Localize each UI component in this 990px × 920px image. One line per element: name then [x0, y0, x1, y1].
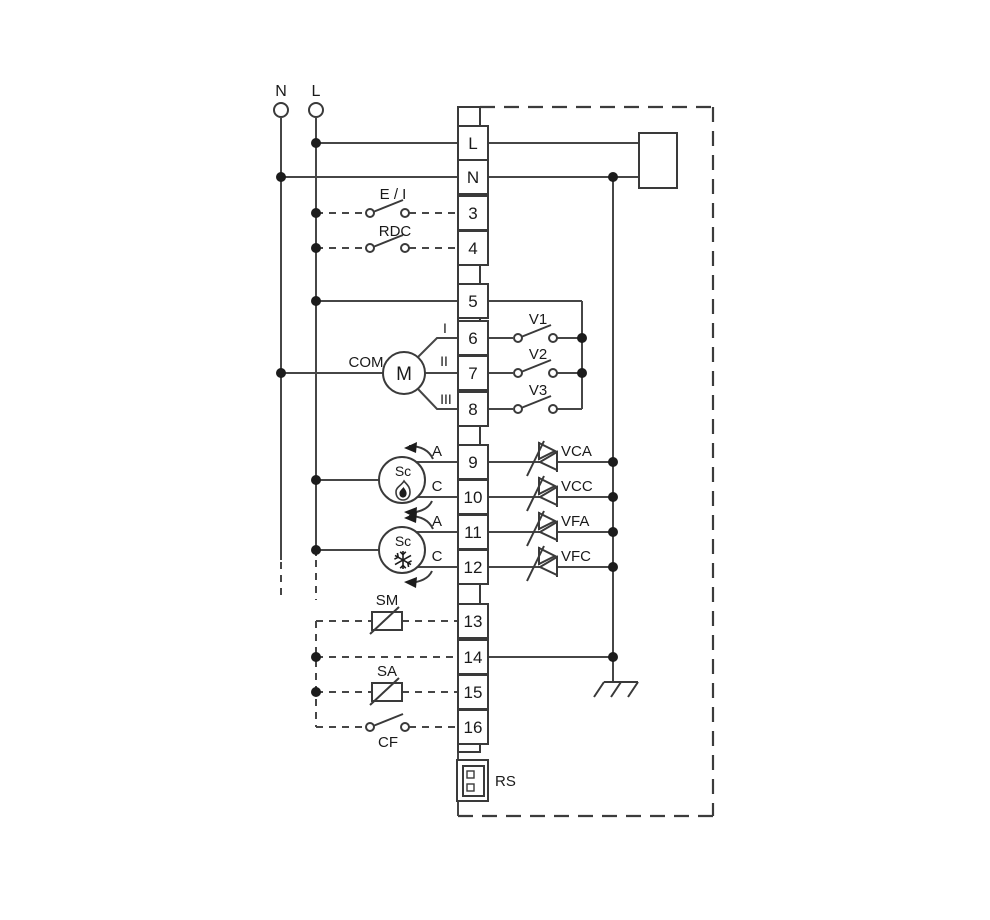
flame-icon [395, 479, 411, 501]
connector-pin [466, 770, 475, 779]
motor-common-label: COM [349, 354, 384, 371]
svg-text:13: 13 [464, 612, 483, 631]
ground-symbol [593, 681, 639, 698]
rs-label: RS [495, 773, 516, 790]
terminal-16: 16 [457, 709, 489, 745]
triac-output-vfc: VFC [526, 545, 591, 582]
vfc-label: VFC [561, 548, 591, 565]
heating-close-label: C [432, 478, 443, 495]
neutral-terminal-circle [273, 102, 289, 118]
internal-component-box [638, 132, 678, 189]
terminal-14: 14 [457, 639, 489, 675]
window-contact-switch: CF [365, 713, 410, 751]
speed3-label: V3 [529, 382, 547, 399]
svg-text:6: 6 [468, 329, 477, 348]
svg-text:9: 9 [468, 453, 477, 472]
speed-iii-label: III [440, 391, 452, 407]
vfa-label: VFA [561, 513, 589, 530]
triac-output-vcc: VCC [526, 475, 593, 512]
terminal-15: 15 [457, 674, 489, 710]
summer-winter-switch: E / I [365, 186, 410, 218]
summer-winter-label: E / I [380, 186, 407, 203]
night-reduction-switch: RDC [365, 223, 412, 253]
triac-output-vca: VCA [526, 440, 592, 477]
svg-text:8: 8 [468, 400, 477, 419]
motor-symbol: M [396, 364, 412, 385]
motor-circle [382, 351, 426, 395]
heating-actuator-symbol: Sc [395, 463, 411, 479]
terminal-5: 5 [457, 283, 489, 319]
feeder-wires [280, 117, 317, 600]
triac-icon [526, 440, 558, 477]
triac-icon [526, 545, 558, 582]
terminal-9: 9 [457, 444, 489, 480]
neutral-label: N [275, 83, 287, 100]
sm-label: SM [376, 592, 399, 609]
terminal-6: 6 [457, 320, 489, 356]
svg-text:11: 11 [464, 523, 482, 542]
speed-ii-label: II [440, 353, 448, 369]
svg-text:12: 12 [464, 558, 483, 577]
svg-text:14: 14 [464, 648, 483, 667]
ambient-sensor: SA [369, 663, 403, 706]
svg-text:5: 5 [468, 292, 477, 311]
thermistor-icon [369, 677, 403, 706]
junction-dots [276, 138, 618, 697]
night-reduction-label: RDC [379, 223, 412, 240]
fan-motor: M COM I II III [349, 320, 452, 407]
cooling-open-label: A [432, 513, 442, 530]
cooling-close-label: C [432, 548, 443, 565]
svg-text:3: 3 [468, 204, 477, 223]
speed2-switch: V2 [513, 346, 558, 378]
terminal-n: N [457, 159, 489, 195]
speed3-switch: V3 [513, 382, 558, 414]
cooling-valve-actuator: Sc A C [378, 512, 443, 588]
terminal-7: 7 [457, 355, 489, 391]
terminal-3: 3 [457, 195, 489, 231]
svg-text:N: N [467, 168, 479, 187]
speed2-label: V2 [529, 346, 547, 363]
speed1-switch: V1 [513, 311, 558, 343]
heating-open-label: A [432, 443, 442, 460]
triac-icon [526, 510, 558, 547]
dashed-wires [315, 212, 458, 728]
line-label: L [312, 83, 321, 100]
cooling-actuator-symbol: Sc [395, 533, 411, 549]
svg-text:7: 7 [468, 364, 477, 383]
terminal-l: L [457, 125, 489, 161]
vcc-label: VCC [561, 478, 593, 495]
terminal-4: 4 [457, 230, 489, 266]
connector-pin [466, 783, 475, 792]
snowflake-icon [394, 551, 412, 569]
line-terminal-circle [308, 102, 324, 118]
svg-text:L: L [468, 134, 477, 153]
heating-actuator-circle [378, 456, 426, 504]
triac-icon [526, 475, 558, 512]
cooling-actuator-circle [378, 526, 426, 574]
speed1-label: V1 [529, 311, 547, 328]
svg-text:10: 10 [464, 488, 483, 507]
triac-output-vfa: VFA [526, 510, 589, 547]
terminal-strip [457, 106, 481, 753]
terminal-block: L N 3 4 5 6 7 8 9 10 11 12 13 14 15 16 [457, 125, 489, 745]
svg-text:15: 15 [464, 683, 483, 702]
mains-supply: N L [273, 83, 324, 118]
svg-text:4: 4 [468, 239, 477, 258]
sa-label: SA [377, 663, 397, 680]
supply-sensor: SM [369, 592, 403, 635]
terminal-11: 11 [457, 514, 489, 550]
terminal-12: 12 [457, 549, 489, 585]
svg-text:16: 16 [464, 718, 483, 737]
window-contact-label: CF [378, 734, 398, 751]
terminal-13: 13 [457, 603, 489, 639]
terminal-8: 8 [457, 391, 489, 427]
speed-i-label: I [443, 320, 447, 336]
rs-connector: RS [456, 759, 516, 802]
terminal-10: 10 [457, 479, 489, 515]
vca-label: VCA [561, 443, 592, 460]
thermistor-icon [369, 606, 403, 635]
heating-valve-actuator: Sc A C [378, 442, 443, 518]
